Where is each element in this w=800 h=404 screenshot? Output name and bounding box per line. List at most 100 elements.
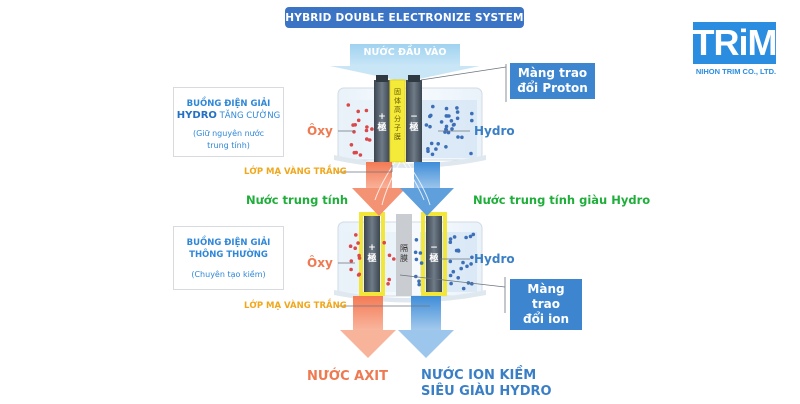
bubble — [353, 246, 358, 250]
logo-company: NIHON TRIM CO., LTD. — [695, 67, 777, 76]
bubble — [444, 124, 449, 129]
bubble — [436, 142, 441, 146]
bubble — [455, 116, 460, 121]
bubble — [448, 237, 453, 241]
bubble — [446, 130, 451, 135]
bubble — [430, 152, 435, 157]
inlet-label: NƯỚC ĐẦU VÀO — [363, 47, 447, 58]
bubble — [460, 135, 464, 140]
bubble — [452, 235, 457, 239]
bubble — [356, 241, 360, 245]
alkaline-line2: SIÊU GIÀU HYDRO — [421, 384, 552, 399]
bubble — [439, 120, 444, 124]
bubble — [444, 145, 448, 149]
bubble — [353, 123, 358, 127]
bubble — [418, 251, 423, 255]
bubble — [356, 273, 361, 277]
bubble — [419, 261, 424, 265]
bubble — [451, 269, 456, 274]
bubble — [417, 282, 422, 287]
alkaline-water-label: NƯỚC ION KIỀM SIÊU GIÀU HYDRO — [421, 368, 552, 400]
top-chamber-note2: trung tính) — [207, 141, 250, 150]
bubble — [364, 128, 369, 133]
bubble — [348, 244, 353, 248]
bubble — [444, 106, 449, 111]
acid-water-label: NƯỚC AXIT — [307, 369, 388, 384]
bubble — [417, 279, 421, 284]
bubble — [429, 113, 433, 118]
top-membrane-text: 固体高分子膜 — [394, 88, 401, 141]
bubble — [448, 259, 453, 264]
leader-lines — [336, 64, 507, 313]
top-plus-electrode: + 極 — [377, 112, 387, 133]
bubble — [429, 141, 434, 146]
bubble — [445, 114, 450, 118]
bottom-membrane-text: 隔膜 — [400, 244, 408, 263]
bubble — [452, 122, 456, 127]
bubble — [464, 235, 468, 240]
bubble — [456, 248, 461, 253]
bubble — [470, 111, 474, 116]
bubble — [426, 149, 430, 153]
top-coating-label: LỚP MẠ VÀNG TRẮNG — [244, 167, 347, 177]
bubble — [465, 264, 469, 269]
top-minus-electrode: − 極 — [409, 112, 419, 133]
inlet-arrow — [330, 44, 480, 82]
bottom-chamber-line1: BUỒNG ĐIỆN GIẢI — [186, 238, 271, 248]
bubble — [387, 277, 392, 282]
bubble — [392, 257, 396, 261]
bubble — [469, 151, 473, 156]
bubble — [449, 281, 453, 286]
bubble — [382, 240, 387, 245]
top-chamber-box: BUỒNG ĐIỆN GIẢI HYDRO TĂNG CƯỜNG (Giữ ng… — [173, 87, 284, 157]
bubble — [469, 262, 473, 266]
diagram-title: HYBRID DOUBLE ELECTRONIZE SYSTEM — [285, 7, 524, 28]
bubble — [356, 118, 361, 123]
bubble — [444, 127, 448, 132]
bubble — [470, 255, 474, 260]
bubble — [356, 109, 361, 114]
bubble — [471, 232, 476, 237]
bottom-plus-electrode: + 極 — [367, 243, 377, 264]
bottom-chamber-line2: THÔNG THƯỜNG — [189, 250, 268, 260]
bubble — [434, 147, 438, 151]
ion-callout-line2: đổi ion — [522, 312, 570, 326]
proton-callout-line1: Màng trao — [517, 66, 588, 80]
bubble — [354, 233, 358, 237]
bottom-hydro-label: Hydro — [474, 252, 515, 266]
top-hydro-label: Hydro — [474, 124, 515, 138]
bubble — [414, 257, 419, 262]
bottom-arrows — [340, 296, 454, 358]
bubble — [367, 138, 372, 142]
bubble — [461, 260, 465, 265]
bubble — [450, 127, 454, 131]
bubble — [414, 238, 419, 242]
neutral-water-label: Nước trung tính — [246, 193, 349, 207]
bubble — [387, 253, 392, 258]
bubble — [349, 267, 353, 272]
bubbles — [346, 103, 476, 291]
bubble — [448, 273, 453, 278]
bubble — [470, 118, 474, 123]
bubble — [346, 103, 351, 107]
top-chamber-line1: BUỒNG ĐIỆN GIẢI — [186, 99, 271, 109]
bottom-minus-electrode: − 極 — [429, 243, 439, 264]
proton-membrane-callout: Màng trao đổi Proton — [510, 63, 595, 99]
bubble — [364, 108, 369, 113]
ion-callout-line1: Màng trao — [527, 282, 565, 311]
proton-callout-line2: đổi Proton — [517, 81, 588, 95]
bubble — [349, 259, 354, 263]
bubble — [449, 119, 454, 123]
bottom-coating-label: LỚP MẠ VÀNG TRẮNG — [244, 301, 347, 311]
top-chamber-note1: (Giữ nguyên nước — [192, 129, 265, 138]
bubble — [349, 143, 354, 147]
bubble — [352, 130, 356, 134]
bubble — [424, 123, 429, 127]
bubble — [456, 276, 461, 280]
bubble — [468, 234, 473, 239]
bubble — [455, 110, 460, 114]
top-chamber-hydro: HYDRO — [176, 110, 217, 121]
bottom-chamber-note: (Chuyên tạo kiềm) — [191, 270, 266, 279]
trim-logo: TRiM — [692, 22, 778, 64]
